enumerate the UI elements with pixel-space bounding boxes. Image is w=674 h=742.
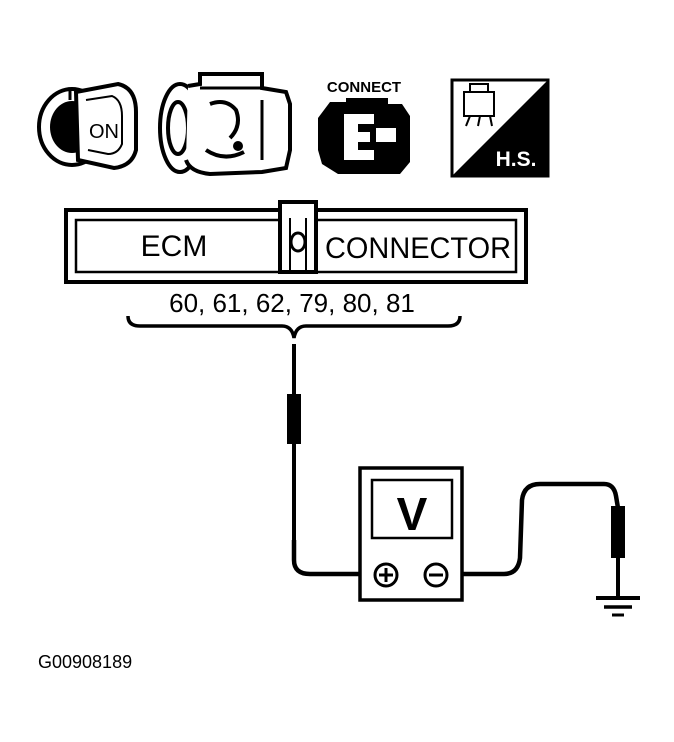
- ground-icon: [596, 596, 640, 617]
- harness-side-icon: H.S.: [450, 78, 550, 178]
- plus-terminal-icon: [373, 562, 399, 588]
- connector-icon: CONNECT: [318, 79, 410, 174]
- minus-terminal-icon: [423, 562, 449, 588]
- connect-label: CONNECT: [327, 79, 401, 96]
- terminal-numbers: 60, 61, 62, 79, 80, 81: [169, 288, 415, 318]
- ecm-connector: ECM CONNECTOR: [64, 200, 528, 284]
- positive-lead-wire: [291, 540, 376, 577]
- negative-lead-wire: [444, 481, 621, 577]
- ecm-label: ECM: [141, 230, 208, 263]
- hs-label: H.S.: [496, 148, 537, 171]
- connector-label: CONNECTOR: [325, 232, 511, 265]
- engine-icon: [158, 72, 292, 177]
- voltmeter-display: V: [397, 488, 428, 540]
- negative-probe: [611, 506, 625, 596]
- terminal-brace: [126, 315, 462, 339]
- positive-probe: [287, 344, 301, 540]
- voltmeter: V: [358, 466, 464, 602]
- figure-id: G00908189: [38, 652, 132, 672]
- key-on-label: ON: [89, 121, 119, 143]
- ignition-key-icon: ON: [37, 81, 138, 171]
